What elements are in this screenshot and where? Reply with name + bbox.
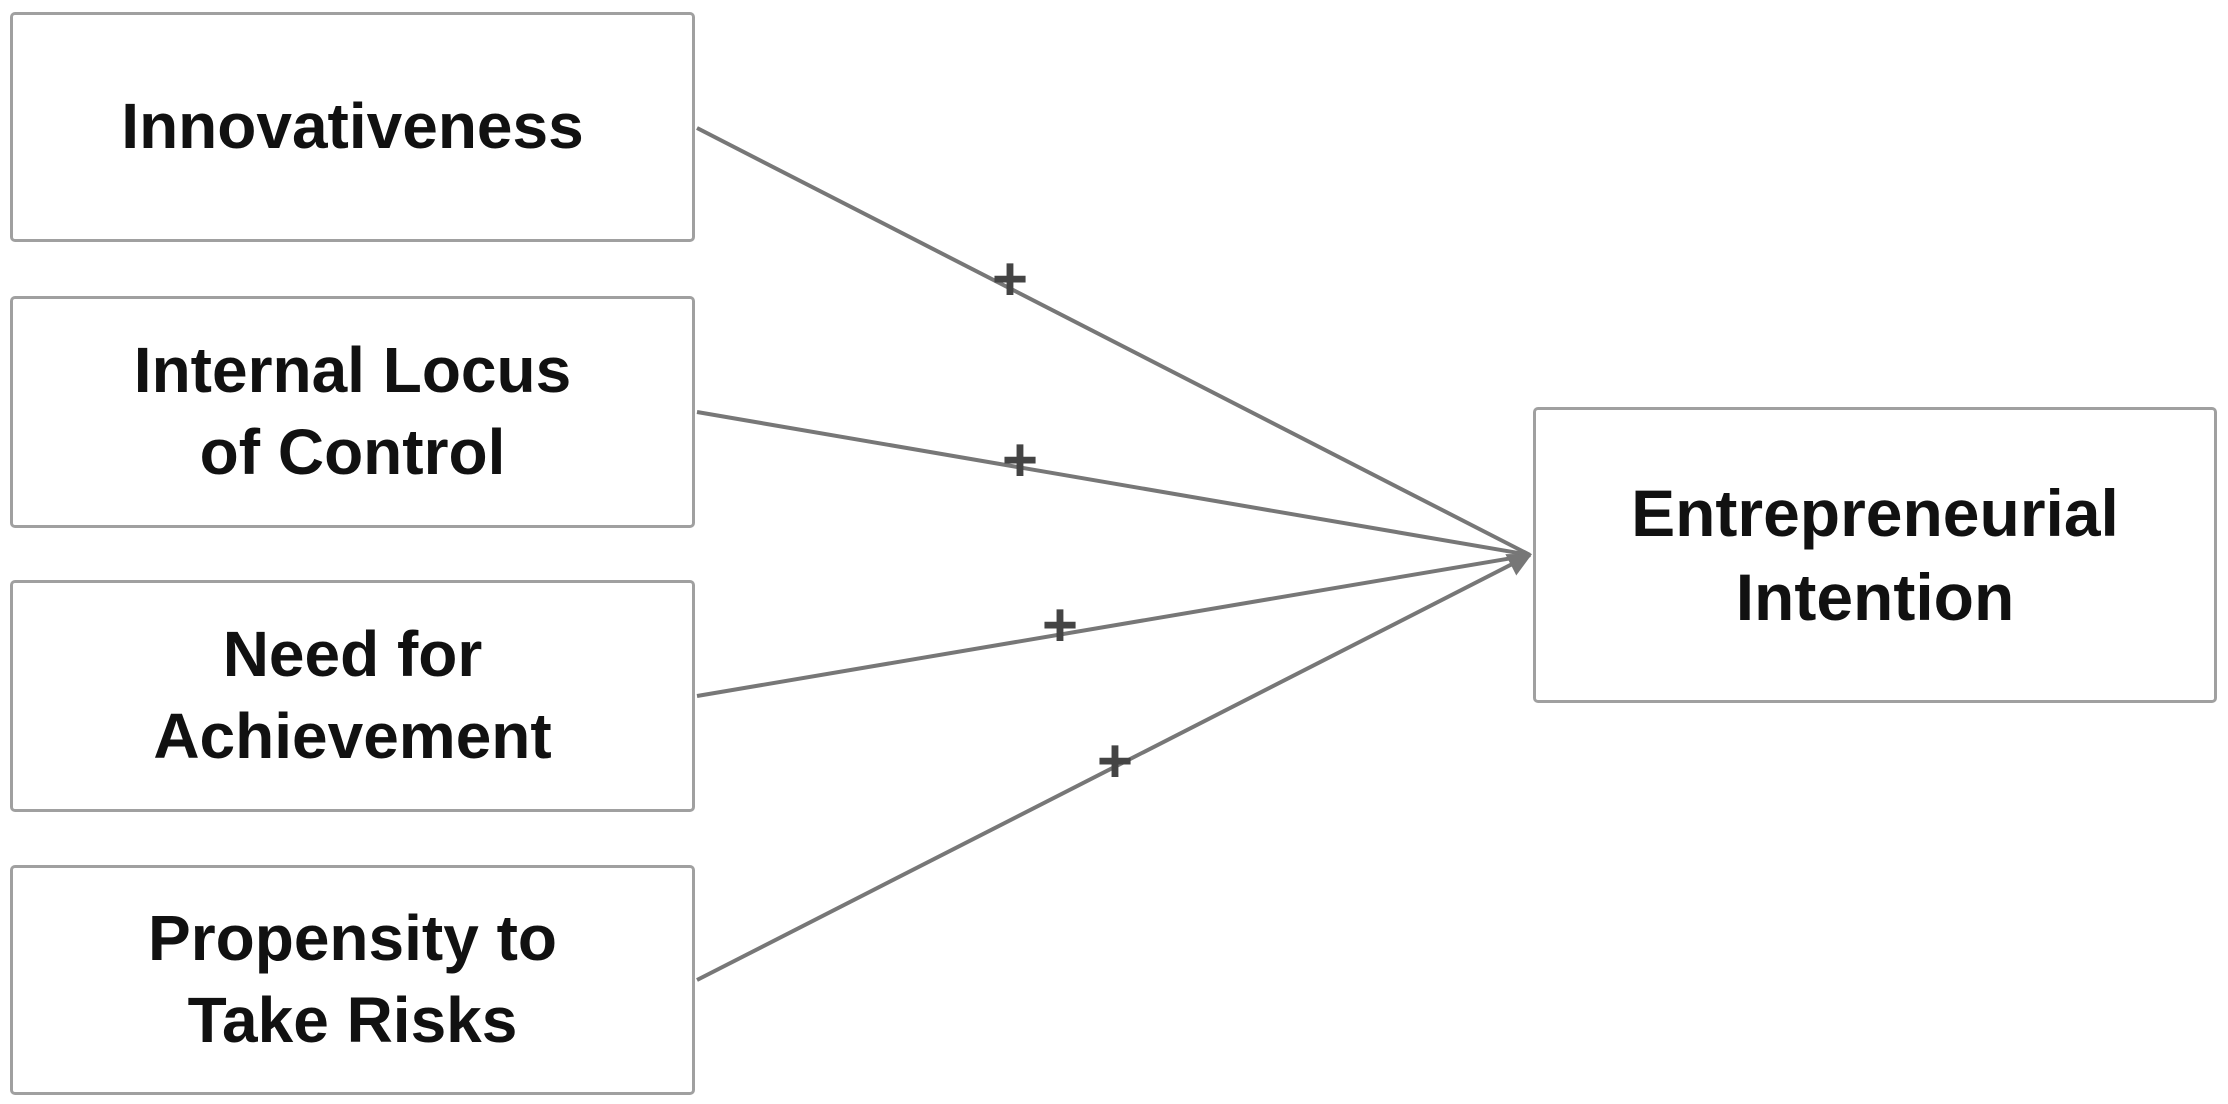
node-innovativeness-label: Innovativeness — [121, 90, 584, 163]
node-internal-locus-of-control: Internal Locus of Control — [10, 296, 695, 528]
node-propensity-to-take-risks-label: Propensity to Take Risks — [148, 902, 557, 1056]
node-need-for-achievement: Need for Achievement — [10, 580, 695, 812]
edge-innovativeness-to-intention — [696, 126, 1531, 557]
edge-sign-achievement: + — [1042, 591, 1078, 660]
node-internal-locus-of-control-label: Internal Locus of Control — [133, 334, 572, 488]
node-propensity-to-take-risks: Propensity to Take Risks — [10, 865, 695, 1095]
edge-sign-innovativeness: + — [992, 245, 1028, 314]
edge-sign-locus: + — [1002, 426, 1038, 495]
node-innovativeness: Innovativeness — [10, 12, 695, 242]
edge-sign-risk: + — [1097, 727, 1133, 796]
node-need-for-achievement-label: Need for Achievement — [153, 618, 552, 772]
edge-achievement-to-intention — [696, 553, 1531, 698]
edge-locus-to-intention — [696, 410, 1531, 557]
node-entrepreneurial-intention-label: Entrepreneurial Intention — [1631, 475, 2119, 634]
edge-risk-to-intention — [696, 553, 1533, 982]
node-entrepreneurial-intention: Entrepreneurial Intention — [1533, 407, 2217, 703]
